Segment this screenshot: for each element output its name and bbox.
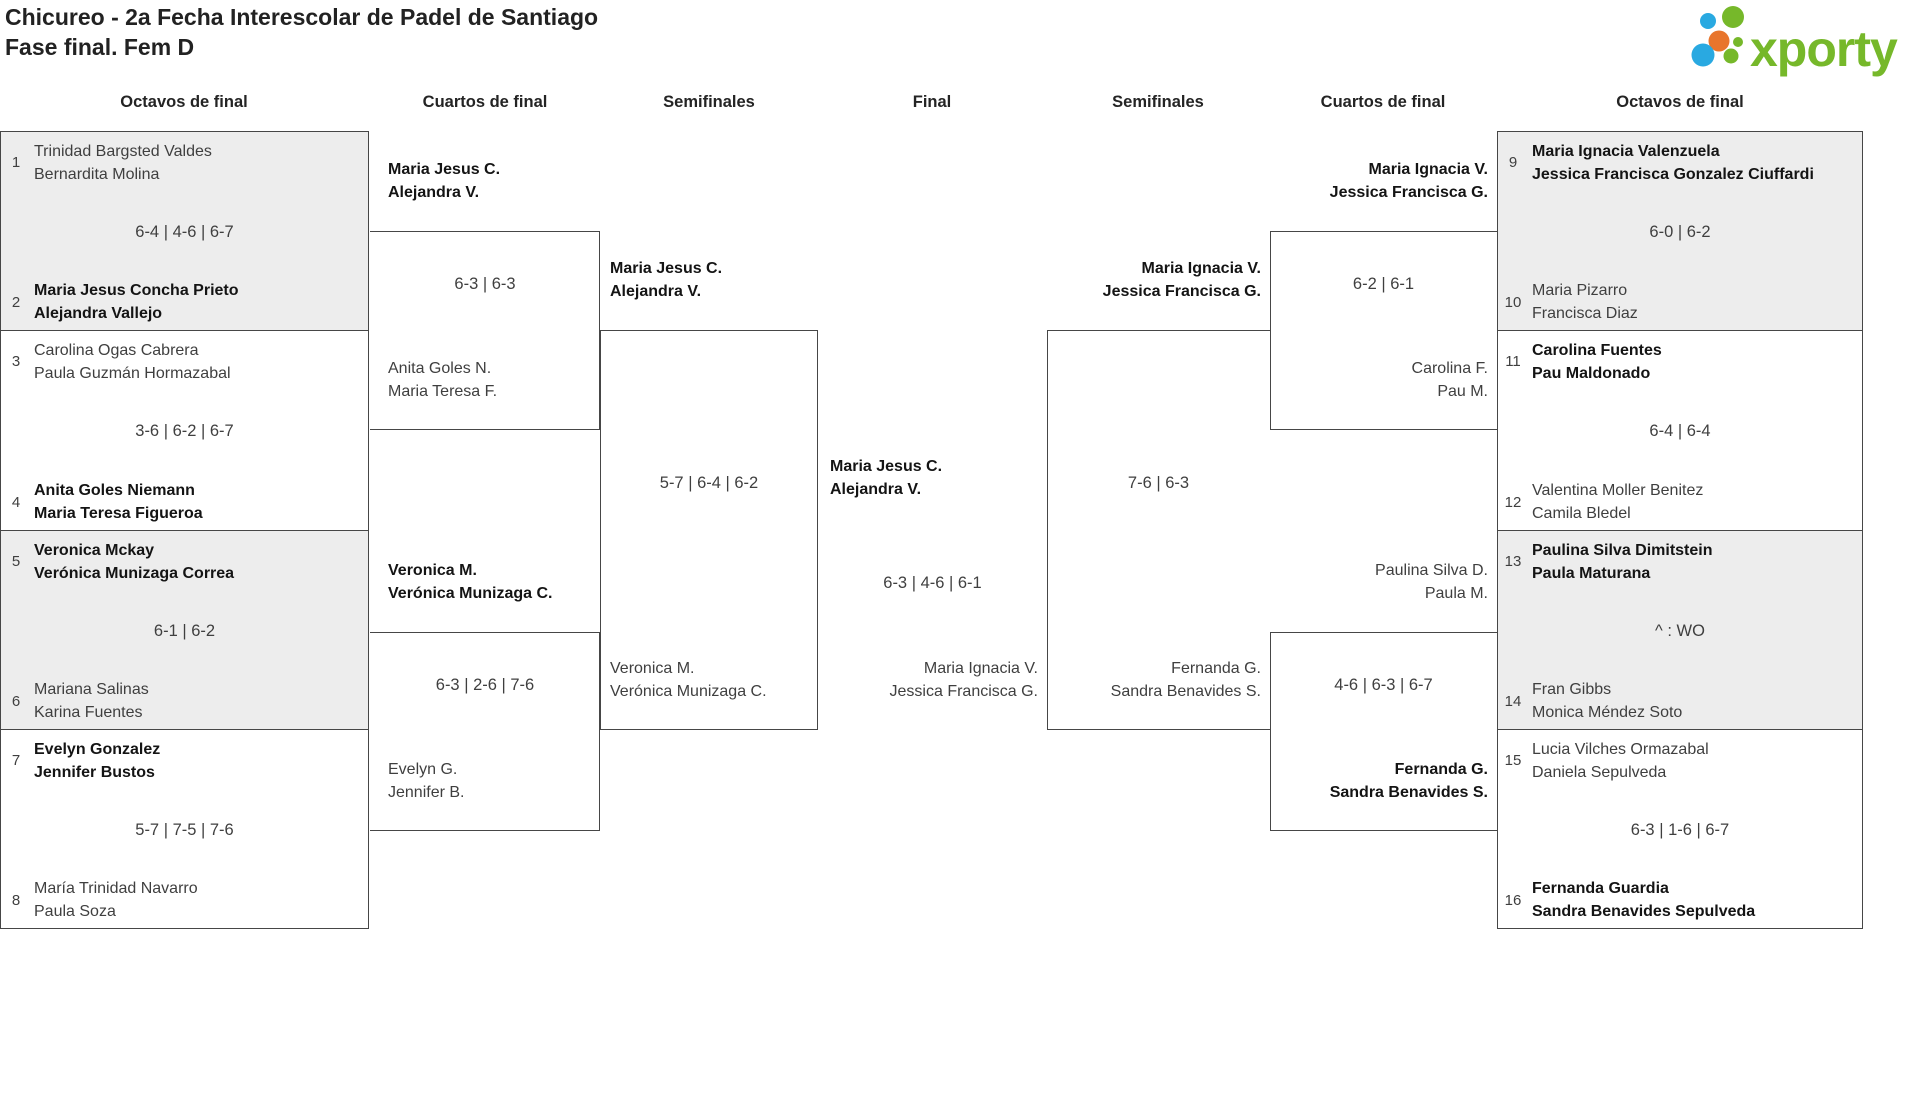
page-title: Chicureo - 2a Fecha Interescolar de Pade… [5, 4, 599, 30]
xporty-logo[interactable]: xporty [1688, 3, 1918, 79]
final-runner-up-pair: Maria Ignacia V.Jessica Francisca G. [889, 660, 1038, 700]
match-score: 5-7 | 7-5 | 7-6 [135, 821, 234, 839]
match-score: 6-4 | 6-4 [1649, 422, 1711, 440]
seed-number: 14 [1504, 693, 1522, 710]
match-score: 6-0 | 6-2 [1649, 223, 1711, 241]
seed-number: 16 [1504, 892, 1522, 909]
match-box-r16-8 [1497, 729, 1863, 929]
match-score: 7-6 | 6-3 [1127, 474, 1190, 492]
final-score: 6-3 | 4-6 | 6-1 [883, 574, 982, 592]
team-pair: Anita Goles N.Maria Teresa F. [388, 360, 498, 400]
match-box-sf-2 [1047, 330, 1270, 730]
match-score: 6-1 | 6-2 [153, 622, 216, 640]
round-header-semifinal-right: Semifinales [1112, 93, 1204, 111]
match-score: 5-7 | 6-4 | 6-2 [659, 474, 759, 492]
round-header-octavos-right: Octavos de final [1616, 93, 1744, 111]
seed-number: 11 [1505, 353, 1521, 370]
team-pair: Maria Ignacia V.Jessica Francisca G. [1102, 260, 1261, 300]
team-pair: Paulina Silva D.Paula M. [1375, 562, 1488, 602]
match-score: 6-3 | 1-6 | 6-7 [1630, 821, 1730, 839]
seed-number: 15 [1504, 752, 1522, 769]
team-pair: Maria Jesus C.Alejandra V. [610, 260, 723, 300]
round-header-octavos-left: Octavos de final [120, 93, 248, 111]
final-winner-pair: Maria Jesus C.Alejandra V. [830, 458, 943, 498]
seed-number: 9 [1508, 154, 1518, 171]
match-box-r16-7 [1497, 530, 1863, 730]
seed-number: 12 [1504, 494, 1522, 511]
team-pair: Evelyn G.Jennifer B. [388, 761, 465, 801]
team-pair: Fernanda G.Sandra Benavides S. [1110, 660, 1261, 700]
match-score: 4-6 | 6-3 | 6-7 [1334, 676, 1433, 694]
match-box-sf-1 [600, 330, 818, 730]
round-header-semifinal-left: Semifinales [663, 93, 755, 111]
round-header-cuartos-right: Cuartos de final [1320, 93, 1446, 111]
match-box-r16-3 [0, 530, 369, 730]
match-box-qf-1 [370, 231, 600, 430]
match-score: 6-3 | 6-3 [454, 275, 516, 293]
match-box-qf-4 [1270, 632, 1497, 831]
match-box-r16-6 [1497, 330, 1863, 531]
match-score: 6-3 | 2-6 | 7-6 [435, 676, 535, 694]
team-pair: Maria Ignacia V.Jessica Francisca G. [1329, 161, 1488, 201]
seed-number: 5 [11, 553, 21, 570]
match-score: ^ : WO [1655, 622, 1705, 640]
match-box-qf-3 [1270, 231, 1497, 430]
match-box-r16-1 [0, 131, 369, 331]
xporty-logo-dots-icon: xporty [1691, 6, 1899, 77]
seed-number: 3 [11, 353, 21, 370]
match-box-r16-4 [0, 729, 369, 929]
seed-number: 13 [1504, 553, 1522, 570]
seed-number: 7 [11, 752, 21, 769]
round-header-final: Final [912, 93, 952, 111]
match-score: 6-2 | 6-1 [1352, 275, 1415, 293]
seed-number: 1 [11, 154, 21, 171]
team-pair: Maria Jesus C.Alejandra V. [388, 161, 501, 201]
round-header-cuartos-left: Cuartos de final [422, 93, 548, 111]
seed-number: 10 [1504, 294, 1522, 311]
match-score: 6-4 | 4-6 | 6-7 [135, 223, 234, 241]
team-pair: Veronica M.Verónica Munizaga C. [388, 562, 553, 602]
match-box-qf-2 [370, 632, 600, 831]
seed-number: 4 [11, 494, 21, 511]
seed-number: 2 [11, 294, 21, 311]
page-subtitle: Fase final. Fem D [5, 34, 195, 60]
team-pair: Veronica M.Verónica Munizaga C. [610, 660, 767, 700]
match-box-r16-2 [0, 330, 369, 531]
team-pair: Carolina F.Pau M. [1411, 360, 1488, 400]
seed-number: 8 [11, 892, 21, 909]
match-score: 3-6 | 6-2 | 6-7 [135, 422, 234, 440]
xporty-logo-text: xporty [1750, 21, 1898, 77]
seed-number: 6 [11, 693, 21, 710]
team-pair: Fernanda G.Sandra Benavides S. [1329, 761, 1488, 801]
